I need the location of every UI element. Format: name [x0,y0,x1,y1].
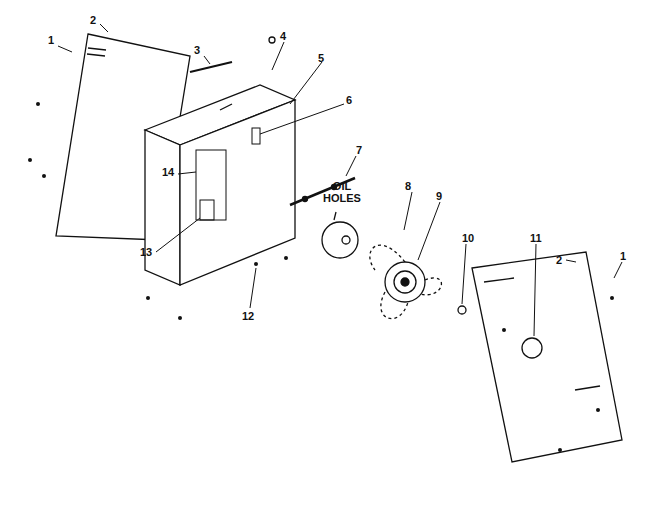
fan-blades [370,245,442,318]
clip [252,128,260,144]
callout-number: 2 [556,254,562,266]
callout-number: 6 [346,94,352,106]
panel-slot [87,54,105,56]
ring [458,306,466,314]
nut [303,197,308,202]
callout-number: 13 [140,246,152,258]
callout-number: 3 [194,44,200,56]
housing-side [145,130,180,285]
panel-slot [484,278,514,282]
callout-number: 12 [242,310,254,322]
screws [28,102,614,452]
fan-hub-inner [394,271,416,293]
panel-hole [522,338,542,358]
fan-hub [385,262,425,302]
fan-center [401,278,409,286]
callout-number: 10 [462,232,474,244]
panel-slot [575,386,600,390]
callout-number: 8 [405,180,411,192]
callout-number: 4 [280,30,286,42]
leader [334,212,336,220]
callout-number: 1 [48,34,54,46]
callout-number: 14 [162,166,174,178]
right-panel [472,252,622,462]
callout-number: 5 [318,52,324,64]
callout-number: 2 [90,14,96,26]
bracket-part [220,104,232,110]
leader-lines [58,24,622,336]
panel-slot [88,48,106,50]
control-bracket [196,150,226,220]
callout-number: 7 [356,144,362,156]
callout-number: OIL HOLES [322,180,362,204]
switch [200,200,214,220]
callout-number: 1 [620,250,626,262]
callout-number: 11 [530,232,542,244]
bar [190,62,232,72]
callout-number: 9 [436,190,442,202]
screw [269,37,275,43]
motor [322,222,358,258]
motor-shaft [342,236,350,244]
